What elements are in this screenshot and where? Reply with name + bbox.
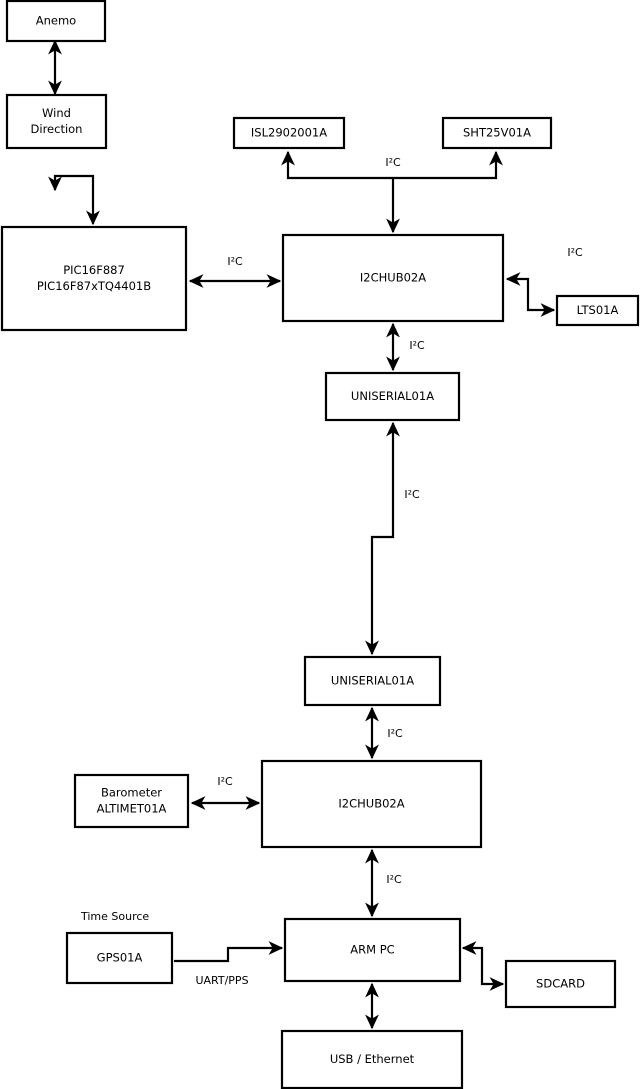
- node-box: [0, 225, 188, 332]
- node-box: [5, 0, 107, 43]
- node-box: [65, 931, 174, 985]
- edge-gps-armpc: UART/PPS: [174, 941, 284, 987]
- node-usbeth[interactable]: USB / Ethernet: [280, 1029, 464, 1089]
- edge-label: I²C: [217, 775, 233, 788]
- edge-path: [365, 421, 400, 656]
- node-box: [5, 93, 108, 150]
- node-armpc[interactable]: ARM PC: [283, 917, 462, 983]
- node-sdcard[interactable]: SDCARD: [504, 959, 617, 1009]
- node-label: UNISERIAL01A: [351, 389, 434, 403]
- node-isl[interactable]: ISL2902001A: [232, 116, 346, 150]
- edge-armpc-sdcard: [461, 941, 505, 991]
- node-box: [73, 773, 190, 829]
- node-label: LTS01A: [577, 303, 619, 317]
- edge-path: [174, 941, 284, 963]
- edge-label: I²C: [387, 727, 403, 740]
- node-label: PIC16F887: [63, 263, 125, 277]
- node-box: [283, 917, 462, 983]
- edges-layer: I²C I²C I²C I²C I²C I²C I²C I²C UART/PPS: [48, 39, 583, 1030]
- node-label: I2CHUB02A: [338, 797, 404, 811]
- node-label: ISL2902001A: [251, 126, 327, 140]
- node-box: [504, 959, 617, 1009]
- node-box: [555, 294, 640, 327]
- edge-label: I²C: [385, 156, 401, 169]
- node-label: Wind: [42, 106, 71, 120]
- edge-pic-hub: I²C: [188, 255, 282, 288]
- edge-baro-hubbot: I²C: [190, 775, 261, 810]
- edge-label: I²C: [386, 873, 402, 886]
- node-uniserial_up[interactable]: UNISERIAL01A: [324, 371, 461, 422]
- node-label: Anemo: [36, 14, 76, 28]
- node-label: USB / Ethernet: [330, 1052, 415, 1066]
- node-label: UNISERIAL01A: [331, 674, 414, 688]
- node-label: SHT25V01A: [463, 126, 531, 140]
- edge-hubbot-armpc: I²C: [365, 848, 402, 918]
- edge-pic-wind: [48, 174, 100, 226]
- node-uniserial_dn[interactable]: UNISERIAL01A: [303, 655, 442, 707]
- edge-path: [505, 272, 556, 317]
- edge-uniserial-link: I²C: [365, 421, 420, 656]
- node-label: SDCARD: [536, 977, 585, 991]
- node-anemo[interactable]: Anemo: [5, 0, 107, 43]
- free-labels-layer: Time Source: [80, 910, 149, 923]
- node-lts[interactable]: LTS01A: [555, 294, 640, 327]
- node-label-secondary: Direction: [31, 122, 83, 136]
- node-box: [324, 371, 461, 422]
- edge-label: I²C: [404, 488, 420, 501]
- edge-label: I²C: [567, 246, 583, 259]
- edge-label: UART/PPS: [195, 974, 248, 987]
- edge-path: [48, 174, 100, 226]
- edge-hub-uniserial: I²C: [386, 322, 425, 372]
- node-box: [281, 233, 505, 323]
- node-sht[interactable]: SHT25V01A: [441, 116, 553, 150]
- node-label: I2CHUB02A: [360, 271, 426, 285]
- edge-path: [461, 941, 505, 991]
- node-label: GPS01A: [97, 951, 143, 965]
- node-hub_top[interactable]: I2CHUB02A: [281, 233, 505, 323]
- node-box: [280, 1029, 464, 1089]
- node-box: [303, 655, 442, 707]
- node-box: [441, 116, 553, 150]
- node-gps[interactable]: GPS01A: [65, 931, 174, 985]
- label-time-source: Time Source: [80, 910, 149, 923]
- edge-hub-lts: I²C: [505, 246, 583, 317]
- edge-label: I²C: [409, 339, 425, 352]
- node-label-secondary: PIC16F87xTQ4401B: [37, 279, 151, 293]
- node-box: [260, 759, 483, 849]
- edge-hub-sensors: I²C: [281, 150, 503, 180]
- edge-uniserial-hubbot: I²C: [365, 706, 403, 760]
- node-box: [232, 116, 346, 150]
- edge-label: I²C: [227, 255, 243, 268]
- node-label-secondary: ALTIMET01A: [97, 802, 167, 816]
- node-label: ARM PC: [350, 943, 394, 957]
- node-hub_bot[interactable]: I2CHUB02A: [260, 759, 483, 849]
- node-label: Barometer: [101, 786, 162, 800]
